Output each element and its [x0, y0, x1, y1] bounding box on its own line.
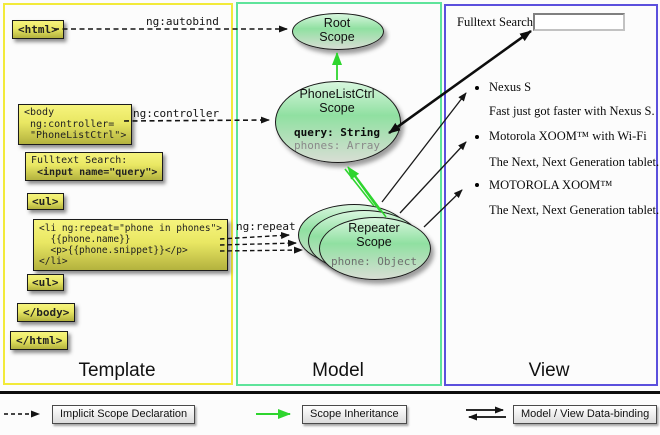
- controller-scope-label: PhoneListCtrl Scope: [275, 87, 399, 115]
- controller-scope-line1: PhoneListCtrl: [299, 87, 375, 101]
- code-li-line4: </li>: [39, 256, 68, 267]
- template-column-title: Template: [78, 360, 156, 381]
- model-column-frame: [236, 2, 442, 386]
- view-column-frame: [444, 4, 658, 386]
- controller-scope-ellipse: [275, 81, 401, 163]
- view-column-title: View: [528, 360, 570, 381]
- view-item1-snippet: Fast just got faster with Nexus S.: [489, 104, 655, 118]
- code-html-close: </html>: [10, 331, 69, 350]
- root-scope-ellipse: [292, 13, 384, 50]
- code-body-open: <body ng:controller= "PhoneListCtrl">: [18, 104, 133, 145]
- ng-autobind-label: ng:autobind: [146, 15, 219, 28]
- view-item2-bullet: [475, 135, 479, 139]
- code-fulltext-input: Fulltext Search: <input name="query">: [25, 152, 164, 181]
- code-ul-close: <ul>: [27, 274, 64, 291]
- ng-controller-label: ng:controller: [133, 107, 220, 120]
- code-body-open-line3: "PhoneListCtrl">: [24, 130, 127, 141]
- repeater-scope-phone-prop: phone: Object: [330, 255, 418, 268]
- repeater-scope-ellipse-front: [319, 217, 431, 280]
- ng-repeat-label: ng:repeat: [236, 220, 296, 233]
- code-li-line2: {{phone.name}}: [39, 234, 131, 245]
- legend-implicit-scope-box: Implicit Scope Declaration: [52, 405, 196, 424]
- code-li-line1: <li ng:repeat="phone in phones">: [39, 223, 223, 234]
- view-item2-name: Motorola XOOM™ with Wi-Fi: [489, 129, 647, 143]
- code-ul-open: <ul>: [27, 193, 64, 210]
- view-item3-snippet: The Next, Next Generation tablet.: [489, 203, 660, 217]
- view-item3-bullet: [475, 183, 479, 187]
- code-html-open: <html>: [12, 20, 64, 39]
- root-scope-line2: Scope: [319, 29, 355, 44]
- controller-scope-query-prop: query: String: [293, 126, 381, 139]
- code-body-open-line1: <body: [24, 107, 55, 118]
- code-fulltext-label-line: Fulltext Search:: [31, 155, 128, 166]
- controller-scope-phones-prop: phones: Array: [293, 139, 381, 152]
- template-column-frame: [3, 3, 233, 385]
- repeater-scope-line1: Repeater: [348, 221, 400, 235]
- view-item3-name: MOTOROLA XOOM™: [489, 178, 613, 192]
- view-item1-name: Nexus S: [489, 80, 532, 94]
- view-item1-bullet: [475, 86, 479, 90]
- view-item2-snippet: The Next, Next Generation tablet.: [489, 155, 660, 169]
- code-li-line3: <p>{{phone.snippet}}</p>: [39, 245, 188, 256]
- controller-scope-line2: Scope: [319, 100, 355, 115]
- repeater-scope-line2: Scope: [356, 234, 392, 249]
- code-fulltext-input-line: <input name="query">: [31, 166, 158, 178]
- code-body-open-line2: ng:controller=: [24, 118, 115, 130]
- repeater-scope-label: Repeater Scope: [319, 221, 429, 249]
- model-column-title: Model: [312, 360, 364, 381]
- root-scope-label: Root Scope: [292, 16, 382, 44]
- root-scope-line1: Root: [323, 16, 351, 30]
- code-li-repeat: <li ng:repeat="phone in phones"> {{phone…: [33, 219, 229, 271]
- legend-data-binding-box: Model / View Data-binding: [513, 405, 658, 424]
- code-body-close: </body>: [17, 303, 76, 322]
- view-search-input[interactable]: [533, 13, 625, 31]
- legend-scope-inheritance-box: Scope Inheritance: [302, 405, 407, 424]
- view-search-label: Fulltext Search:: [457, 15, 537, 29]
